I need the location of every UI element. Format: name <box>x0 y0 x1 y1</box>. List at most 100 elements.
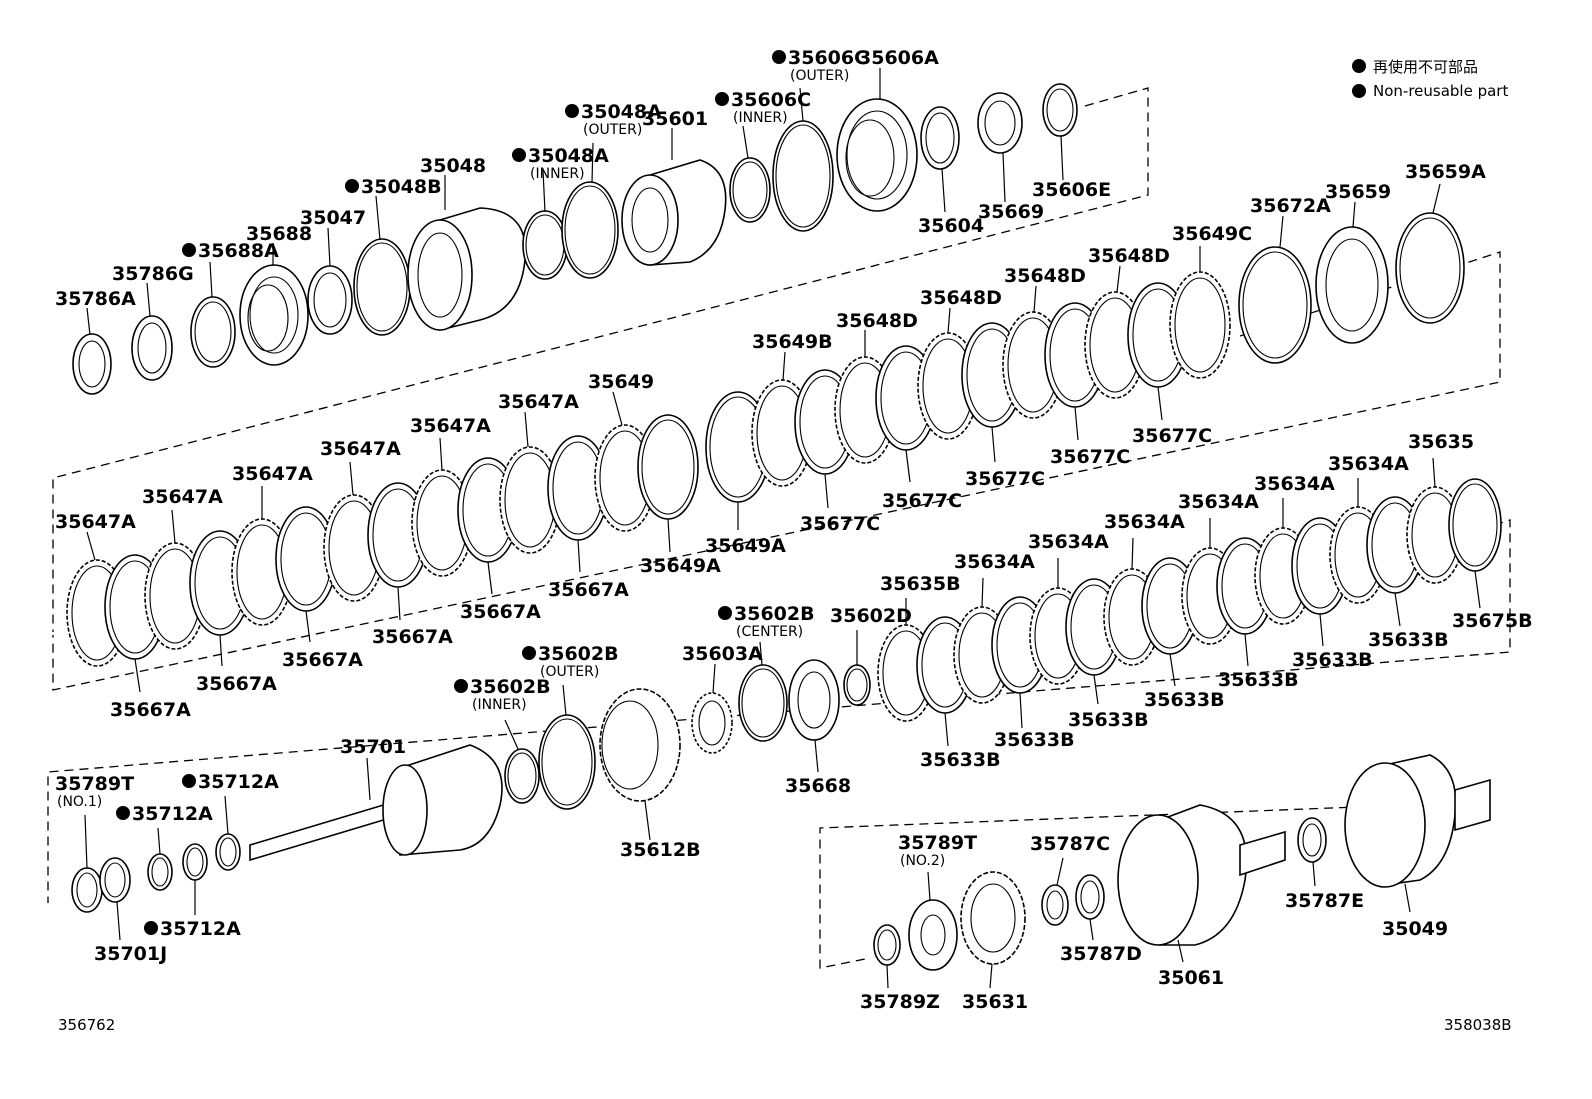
part-qualifier: (OUTER) <box>790 68 849 84</box>
part-label-35602b: 35602B(INNER) <box>454 676 551 713</box>
part-label-35649b: 35649B <box>752 331 833 353</box>
part-label-35647a: 35647A <box>320 438 401 460</box>
non-reusable-dot-icon <box>144 921 158 935</box>
part-number: 35604 <box>918 215 984 237</box>
part-label-35633b: 35633B <box>1144 689 1225 711</box>
part-label-35606e: 35606E <box>1032 179 1111 201</box>
part-label-35667a: 35667A <box>372 626 453 648</box>
part-label-35677c: 35677C <box>800 513 880 535</box>
piston-35606A <box>836 98 918 212</box>
part-number: 35667A <box>282 649 363 671</box>
part-number: 35688A <box>198 240 279 262</box>
ring-35789T-no1 <box>71 867 103 913</box>
part-number: 35634A <box>954 551 1035 573</box>
part-number: 35048A <box>528 145 609 167</box>
frame-row4 <box>819 804 1409 969</box>
part-number: 35602B <box>470 676 551 698</box>
part-label-35649a: 35649A <box>705 535 786 557</box>
diagram-code-left: 356762 <box>58 1016 115 1034</box>
non-reusable-dot-icon <box>512 148 526 162</box>
part-label-35659a: 35659A <box>1405 161 1486 183</box>
part-number: 35633B <box>994 729 1075 751</box>
part-label-35648d: 35648D <box>1088 245 1170 267</box>
part-number: 35633B <box>1368 629 1449 651</box>
part-number: 35677C <box>1050 446 1130 468</box>
part-number: 35786G <box>112 263 194 285</box>
hub-35631 <box>960 871 1026 965</box>
part-label-35633b: 35633B <box>1068 709 1149 731</box>
part-label-35634a: 35634A <box>1178 491 1259 513</box>
part-qualifier: (INNER) <box>472 697 527 713</box>
part-qualifier: (INNER) <box>733 110 788 126</box>
row1-parts <box>72 83 1078 395</box>
part-label-35048: 35048 <box>420 155 486 177</box>
seal-35712A <box>182 843 208 881</box>
part-label-35634a: 35634A <box>1028 531 1109 553</box>
part-number: 35669 <box>978 201 1044 223</box>
part-qualifier: (OUTER) <box>540 664 599 680</box>
part-number: 35659A <box>1405 161 1486 183</box>
snapring-35659A <box>1395 212 1465 324</box>
part-number: 35048A <box>581 101 662 123</box>
part-number: 35701 <box>340 736 406 758</box>
part-number: 35648D <box>1004 265 1086 287</box>
part-number: 35649A <box>705 535 786 557</box>
part-label-35688: 35688 <box>246 223 312 245</box>
part-number: 35677C <box>965 468 1045 490</box>
part-label-35602d: 35602D <box>830 605 912 627</box>
part-label-35048b: 35048B <box>345 176 442 198</box>
part-label-35649c: 35649C <box>1172 223 1252 245</box>
plate-35672A <box>1238 246 1312 364</box>
part-label-35606a: 35606A <box>858 47 939 69</box>
part-label-35612b: 35612B <box>620 839 701 861</box>
drum-35048 <box>407 207 527 332</box>
part-label-35633b: 35633B <box>1218 669 1299 691</box>
part-number: 35789T <box>55 773 134 795</box>
non-reusable-dot-icon <box>454 679 468 693</box>
row2-parts <box>66 212 1465 667</box>
part-number: 35712A <box>198 771 279 793</box>
part-label-35049: 35049 <box>1382 918 1448 940</box>
part-number: 35647A <box>320 438 401 460</box>
part-label-35648d: 35648D <box>920 287 1002 309</box>
part-label-35648d: 35648D <box>836 310 918 332</box>
snapring-35606E <box>1042 83 1078 137</box>
part-number: 35667A <box>110 699 191 721</box>
part-number: 35787C <box>1030 833 1110 855</box>
part-number: 35668 <box>785 775 851 797</box>
part-label-35601: 35601 <box>642 108 708 130</box>
ring-35602D <box>843 664 871 706</box>
part-label-35669: 35669 <box>978 201 1044 223</box>
part-label-35602b: 35602B(CENTER) <box>718 603 815 640</box>
part-number: 35712A <box>160 918 241 940</box>
part-number: 35787D <box>1060 943 1142 965</box>
non-reusable-dot-icon <box>182 774 196 788</box>
part-label-35047: 35047 <box>300 207 366 229</box>
part-label-35677c: 35677C <box>1050 446 1130 468</box>
part-label-35786a: 35786A <box>55 288 136 310</box>
part-qualifier: (NO.2) <box>900 853 945 869</box>
part-number: 35602B <box>734 603 815 625</box>
part-label-35634a: 35634A <box>1328 453 1409 475</box>
part-label-35634a: 35634A <box>954 551 1035 573</box>
oring-35602B-inner <box>504 748 540 804</box>
part-number: 35634A <box>1328 453 1409 475</box>
part-label-35647a: 35647A <box>410 415 491 437</box>
part-number: 35633B <box>920 749 1001 771</box>
part-number: 35667A <box>460 601 541 623</box>
plate-35649C <box>1169 271 1231 379</box>
part-label-35633b: 35633B <box>1292 649 1373 671</box>
part-number: 35634A <box>1178 491 1259 513</box>
row4-parts <box>873 754 1491 971</box>
part-number: 35677C <box>800 513 880 535</box>
spring-35604 <box>920 106 960 170</box>
seal-35712A <box>147 853 173 891</box>
non-reusable-dot-icon <box>1352 84 1366 98</box>
part-label-35672a: 35672A <box>1250 195 1331 217</box>
part-number: 35048 <box>420 155 486 177</box>
part-label-35787c: 35787C <box>1030 833 1110 855</box>
part-number: 35789T <box>898 832 977 854</box>
drum-35612B <box>599 688 681 802</box>
shaft-35701 <box>249 744 503 862</box>
